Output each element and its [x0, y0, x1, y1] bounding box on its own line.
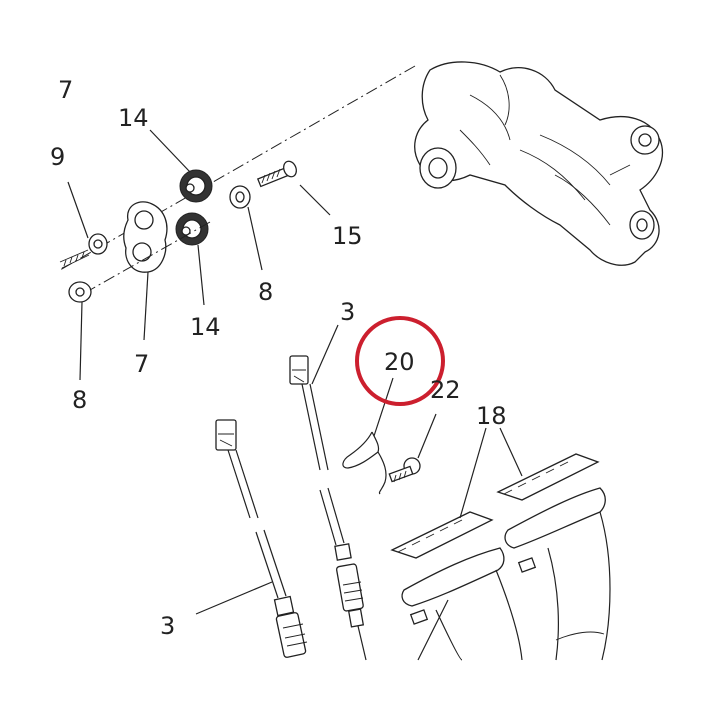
callout-7-partial: 7 — [58, 76, 73, 104]
callout-9-partial: 9 — [50, 143, 65, 171]
leader-lines-bottom — [195, 324, 523, 661]
callout-14-upper: 14 — [118, 104, 149, 132]
washer-9 — [59, 233, 108, 269]
callout-20: 20 — [384, 348, 415, 376]
leader-lines-top — [67, 129, 331, 381]
bracket-7 — [123, 201, 168, 273]
highlight-circle — [355, 316, 445, 406]
callout-7: 7 — [134, 350, 149, 378]
callout-14-lower: 14 — [190, 313, 221, 341]
bolt-22 — [388, 457, 421, 483]
washer-8-right — [229, 185, 251, 209]
gear-14-lower — [175, 212, 209, 246]
frame-casting — [414, 61, 664, 266]
sensor-3-lower — [215, 419, 308, 658]
callout-labels: 14 15 8 14 7 8 9 7 3 3 20 22 18 — [50, 76, 507, 640]
secondary-axis-line — [89, 221, 211, 291]
callout-3-lower: 3 — [160, 612, 175, 640]
sensor-3-upper — [289, 355, 367, 661]
callout-22: 22 — [430, 376, 461, 404]
assembly-axis-line — [59, 65, 416, 271]
exhaust-manifold — [390, 453, 611, 661]
callout-3-upper: 3 — [340, 298, 355, 326]
callout-8-left: 8 — [72, 386, 87, 414]
washer-8-left — [68, 281, 92, 303]
bolt-15 — [256, 160, 297, 188]
callout-8-right: 8 — [258, 278, 273, 306]
callout-15: 15 — [332, 222, 363, 250]
clip-20 — [342, 431, 387, 495]
gear-14-upper — [179, 169, 213, 203]
callout-18: 18 — [476, 402, 507, 430]
